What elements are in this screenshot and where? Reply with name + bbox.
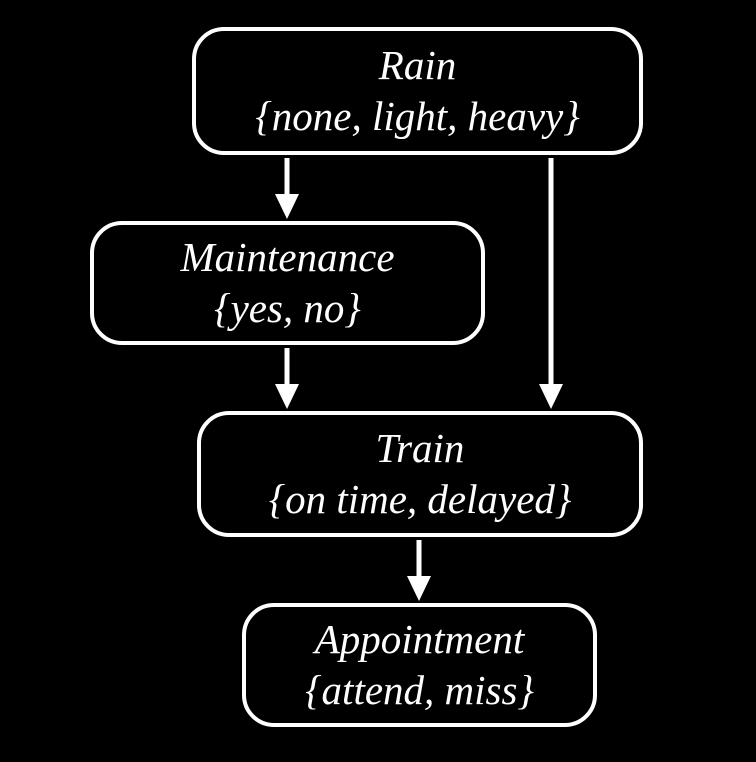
node-rain-label: Rain <box>378 42 457 89</box>
edge-rain-to-train <box>539 158 563 409</box>
node-train: Train {on time, delayed} <box>197 411 643 537</box>
node-appointment: Appointment {attend, miss} <box>242 603 597 727</box>
edge-rain-to-maintenance <box>275 158 299 219</box>
node-train-label: Train <box>375 425 465 472</box>
edge-maintenance-to-train <box>275 348 299 409</box>
node-maintenance-label: Maintenance <box>180 234 395 281</box>
node-appointment-label: Appointment <box>314 616 525 663</box>
node-rain-domain: {none, light, heavy} <box>255 93 580 139</box>
node-rain: Rain {none, light, heavy} <box>192 27 643 155</box>
node-appointment-domain: {attend, miss} <box>305 667 534 713</box>
node-train-domain: {on time, delayed} <box>268 476 572 522</box>
node-maintenance-domain: {yes, no} <box>214 285 361 331</box>
node-maintenance: Maintenance {yes, no} <box>90 221 485 345</box>
edge-train-to-appointment <box>407 540 431 601</box>
